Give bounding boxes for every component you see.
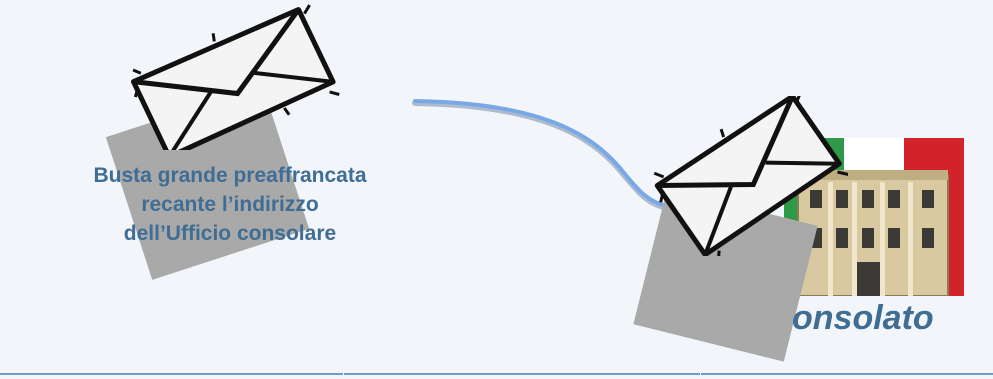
consulate-label: onsolato — [792, 298, 934, 338]
envelope-icon — [648, 96, 848, 256]
envelope-icon — [118, 0, 343, 150]
divider-tick — [343, 369, 344, 377]
bottom-divider — [0, 373, 993, 375]
caption-line-3: dell’Ufficio consolare — [10, 219, 450, 248]
caption-line-1: Busta grande preaffrancata — [10, 161, 450, 190]
envelope-caption: Busta grande preaffrancata recante l’ind… — [10, 161, 450, 248]
flow-connector-line-highlight — [415, 101, 668, 206]
divider-tick — [700, 369, 701, 377]
caption-line-2: recante l’indirizzo — [10, 190, 450, 219]
